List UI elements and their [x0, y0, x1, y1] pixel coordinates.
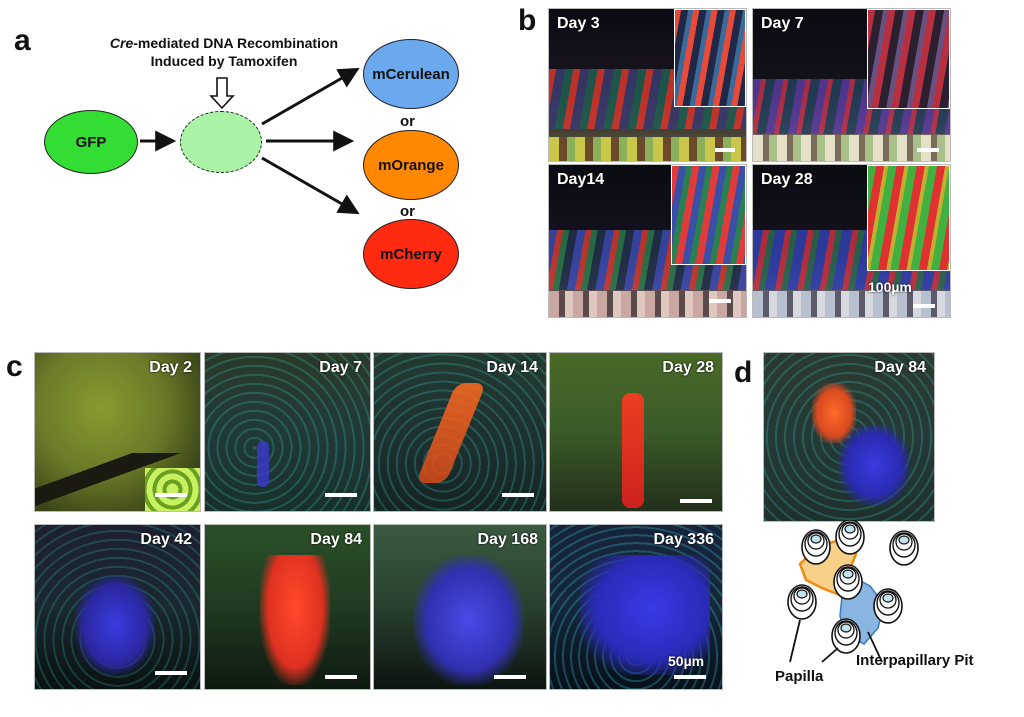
blue-clone [414, 555, 524, 685]
inset [867, 9, 950, 109]
panel-c-tile-day2: Day 2 [34, 352, 201, 512]
tile-label: Day 84 [310, 531, 362, 548]
panel-c-tile-day7: Day 7 [204, 352, 371, 512]
scale-bar [325, 675, 357, 679]
mcherry-cell: mCherry [363, 219, 459, 289]
scale-bar [917, 148, 939, 152]
tile-label: Day 28 [662, 359, 714, 376]
gfp-label: GFP [75, 133, 107, 151]
inset [867, 165, 950, 271]
arrow-to-mcerulean [261, 67, 360, 126]
mcerulean-cell: mCerulean [363, 39, 459, 109]
tile-label: Day 336 [653, 531, 715, 548]
caption-cre: Cre [109, 35, 134, 51]
panel-a-arrows [140, 67, 360, 215]
morange-cell: mOrange [363, 130, 459, 200]
papilla-1 [801, 529, 831, 565]
pit-arrow [867, 631, 883, 663]
red-clone [260, 555, 330, 685]
scale-bar [715, 148, 735, 152]
tile-label: Day 3 [557, 15, 600, 32]
papilla-2 [835, 520, 865, 555]
papilla-diagram [787, 520, 919, 663]
scale-label: 50µm [668, 653, 705, 669]
gfp-cell: GFP [44, 110, 138, 174]
papilla-arrow-1 [789, 619, 801, 663]
panel-c-tile-day336: Day 336 50µm [549, 524, 723, 690]
scale-bar [502, 493, 534, 497]
panel-letter-c: c [6, 350, 23, 383]
blue-clone [839, 425, 909, 505]
panel-letter-b: b [518, 4, 537, 37]
red-clone [622, 393, 644, 508]
arrow-to-mcherry [261, 156, 360, 215]
scale-bar [494, 675, 526, 679]
tile-label: Day 2 [149, 359, 192, 376]
nuclei [205, 353, 370, 511]
inset [674, 9, 746, 107]
panel-c-tile-day168: Day 168 [373, 524, 547, 690]
blue-clone [257, 441, 269, 487]
panel-c-tile-day84: Day 84 [204, 524, 371, 690]
blue-clone [580, 555, 710, 675]
tile-label: Day 7 [761, 15, 804, 32]
scale-label: 100µm [868, 279, 912, 295]
caption-line-2: Induced by Tamoxifen [150, 53, 298, 69]
morange-label: mOrange [378, 156, 444, 174]
intermediate-cell [180, 111, 262, 173]
mcerulean-label: mCerulean [372, 65, 450, 83]
tile-label: Day 42 [140, 531, 192, 548]
papilla-5 [787, 584, 817, 620]
panel-b-tile-day14: Day14 [548, 164, 747, 318]
scale-bar [155, 671, 187, 675]
inset [671, 165, 746, 265]
scale-bar [155, 493, 187, 497]
recombination-caption: Cre-mediated DNA Recombination Induced b… [74, 34, 374, 70]
mcherry-label: mCherry [380, 245, 442, 263]
cells-bright [145, 468, 200, 511]
papilla-arrow-2 [821, 647, 839, 663]
panel-c-tile-day42: Day 42 [34, 524, 201, 690]
tile-label: Day 168 [477, 531, 539, 548]
tile-label: Day 7 [319, 359, 362, 376]
panel-c-tile-day14: Day 14 [373, 352, 547, 512]
papilla-3 [889, 530, 919, 566]
blue-clone [75, 575, 155, 675]
scale-bar [913, 304, 935, 308]
tile-label: Day14 [557, 171, 605, 188]
panel-b-tile-day7: Day 7 [752, 8, 951, 162]
tissue-base [549, 137, 746, 161]
papilla-6 [873, 588, 903, 624]
papilla-7 [831, 618, 861, 654]
panel-d-tile-day84: Day 84 [763, 352, 935, 522]
scale-bar [325, 493, 357, 497]
panel-c-tile-day28: Day 28 [549, 352, 723, 512]
scale-bar [680, 499, 712, 503]
interpapillary-pit-label: Interpapillary Pit [856, 652, 974, 669]
papilla-label: Papilla [775, 668, 824, 685]
tissue-base [549, 291, 746, 317]
or-text-2: or [400, 203, 415, 220]
caption-line-1: -mediated DNA Recombination [133, 35, 339, 51]
tamoxifen-arrow [209, 77, 235, 110]
scale-bar [674, 675, 706, 679]
scale-bar [709, 299, 731, 303]
panel-b-tile-day28: Day 28 100µm [752, 164, 951, 318]
panel-letter-d: d [734, 356, 753, 389]
tile-label: Day 84 [874, 359, 926, 376]
tile-label: Day 14 [486, 359, 538, 376]
panel-b-tile-day3: Day 3 [548, 8, 747, 162]
tile-label: Day 28 [761, 171, 813, 188]
or-text-1: or [400, 113, 415, 130]
papilla-4 [833, 564, 863, 600]
panel-letter-a: a [14, 24, 31, 57]
